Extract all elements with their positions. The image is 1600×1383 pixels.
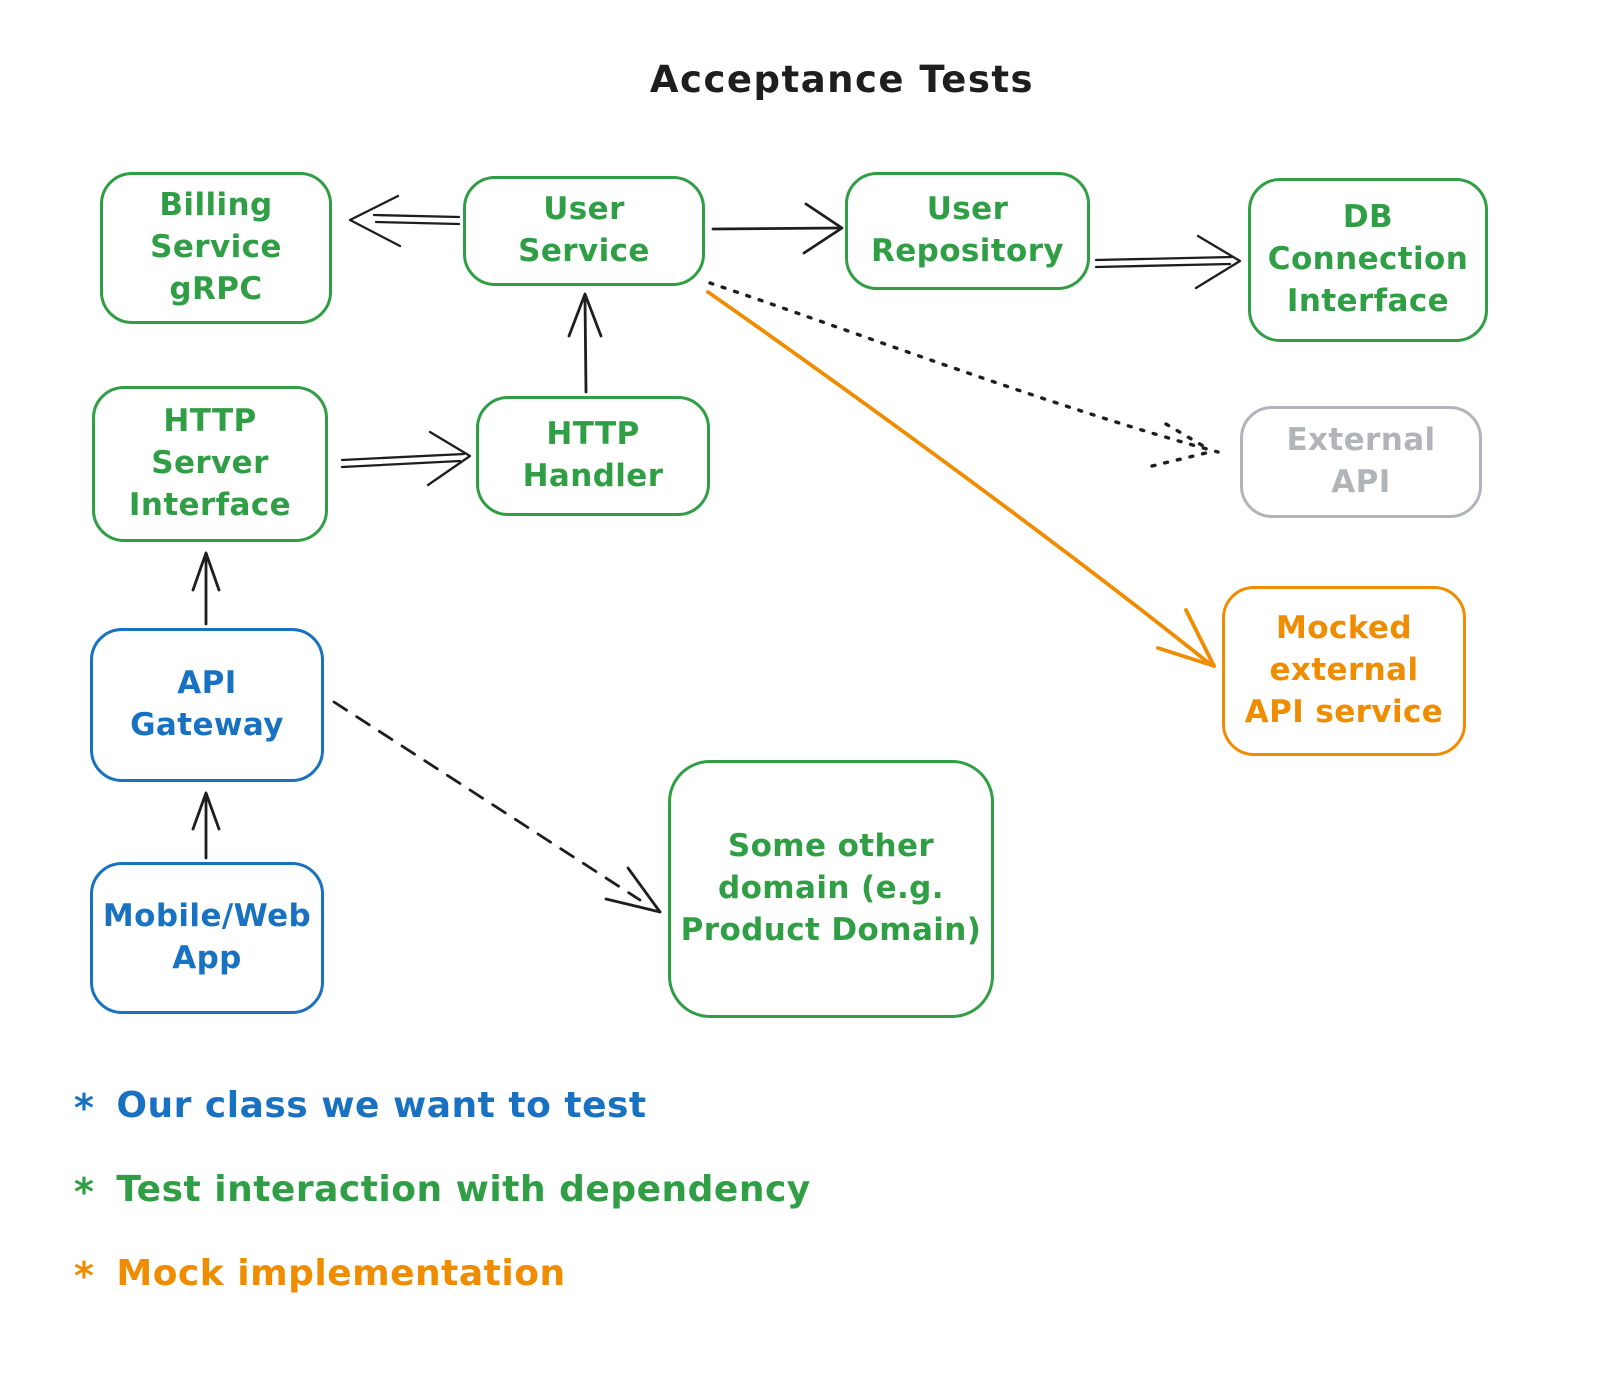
node-billing-service-label: Billing Service gRPC [150,187,282,307]
node-external-api-label: External API [1286,422,1436,500]
node-http-server-interface: HTTP Server Interface [92,386,328,542]
node-external-api: External API [1240,406,1482,518]
node-mobile-web-app-label: Mobile/Web App [102,898,312,976]
arrow-user-service-to-user-repository [711,202,844,255]
node-db-connection-interface: DB Connection Interface [1248,178,1488,342]
node-some-other-domain-label: Some other domain (e.g. Product Domain) [680,828,982,948]
legend: * Our class we want to test * Test inter… [74,1082,811,1334]
node-user-repository: User Repository [845,172,1090,290]
node-some-other-domain: Some other domain (e.g. Product Domain) [668,760,994,1018]
node-api-gateway-label: API Gateway [130,665,284,743]
node-http-handler: HTTP Handler [476,396,710,516]
legend-item-class-under-test: * Our class we want to test [74,1082,811,1130]
node-mobile-web-app: Mobile/Web App [90,862,324,1014]
node-mocked-external-api-service-label: Mocked external API service [1244,610,1444,730]
legend-item-mock-implementation: * Mock implementation [74,1250,811,1298]
node-billing-service: Billing Service gRPC [100,172,332,324]
node-user-service-label: User Service [518,191,650,269]
asterisk-bullet-icon: * [74,1254,95,1298]
arrow-mobile-app-to-api-gateway [191,791,221,860]
node-mocked-external-api-service: Mocked external API service [1222,586,1466,756]
node-api-gateway: API Gateway [90,628,324,782]
arrow-api-gateway-to-http-server [191,551,221,626]
legend-item-class-under-test-label: Our class we want to test [116,1085,647,1126]
arrow-http-handler-to-user-service [567,292,603,394]
arrow-user-service-to-mocked-external-api [706,290,1216,668]
arrow-user-service-to-billing [348,194,461,248]
node-http-server-interface-label: HTTP Server Interface [128,403,292,523]
asterisk-bullet-icon: * [74,1170,95,1214]
legend-item-test-interaction: * Test interaction with dependency [74,1166,811,1214]
arrow-user-repository-to-db-connection [1094,234,1242,290]
legend-item-mock-implementation-label: Mock implementation [116,1253,566,1294]
node-user-service: User Service [463,176,705,286]
node-http-handler-label: HTTP Handler [522,416,664,494]
node-user-repository-label: User Repository [870,191,1065,269]
arrow-http-server-to-http-handler [340,430,472,487]
arrow-api-gateway-to-some-other-domain [332,700,662,914]
diagram-title: Acceptance Tests [649,58,1035,101]
asterisk-bullet-icon: * [74,1086,95,1130]
node-db-connection-interface-label: DB Connection Interface [1267,199,1469,319]
legend-item-test-interaction-label: Test interaction with dependency [116,1169,811,1210]
arrow-user-service-to-external-api [708,281,1220,468]
